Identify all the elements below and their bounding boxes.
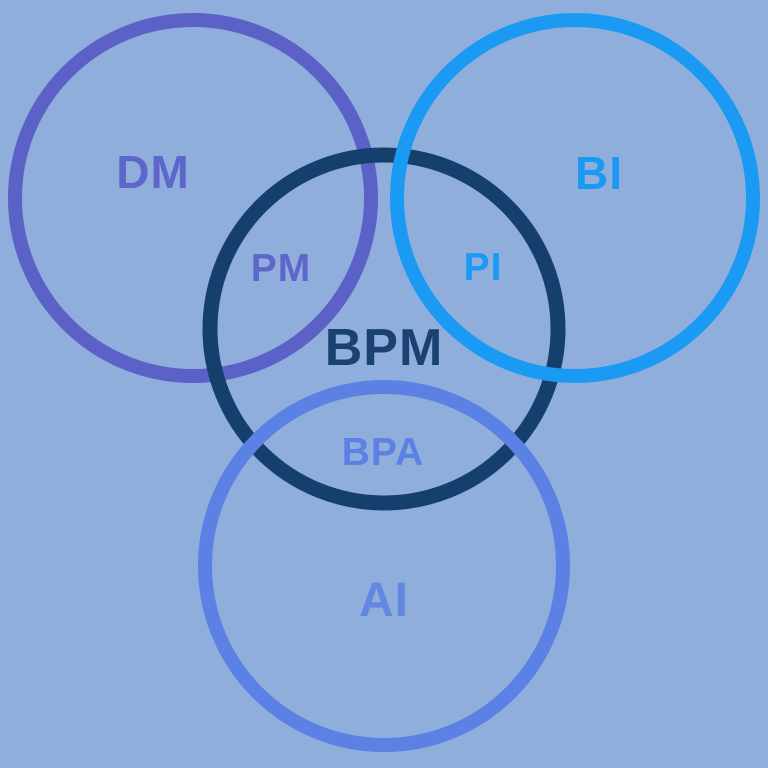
bpm-circle [202, 147, 566, 511]
ai-circle [198, 380, 570, 752]
bpa-intersection-label: BPA [342, 431, 424, 474]
bi-circle [390, 13, 760, 383]
bi-label: BI [575, 147, 623, 199]
pi-intersection-label: PI [464, 246, 503, 289]
pm-intersection-label: PM [251, 247, 312, 290]
bpm-label: BPM [325, 319, 444, 377]
ai-label: AI [359, 574, 409, 627]
dm-circle [8, 13, 378, 383]
dm-label: DM [116, 146, 190, 198]
